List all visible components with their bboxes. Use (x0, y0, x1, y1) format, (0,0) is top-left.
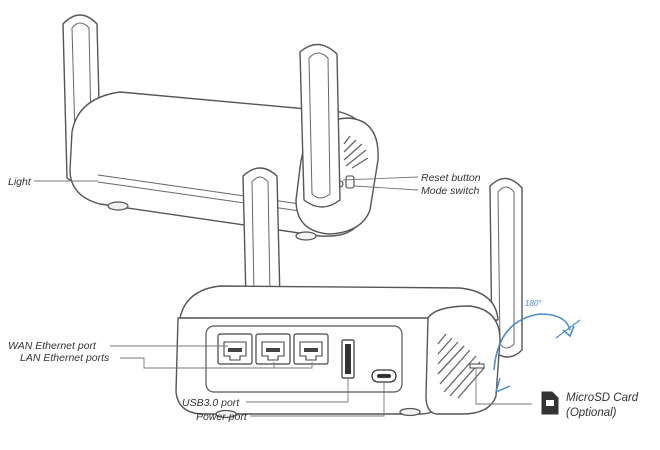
side-vents (437, 333, 485, 399)
rotation-arrow-icon (493, 313, 581, 394)
router-side-front (425, 305, 501, 415)
label-mode-switch: Mode switch (421, 185, 480, 197)
foot (107, 201, 129, 211)
microsd-card-icon (541, 391, 559, 415)
foot (295, 231, 317, 241)
usb3-port (341, 339, 355, 379)
label-light: Light (8, 176, 32, 188)
foot (215, 409, 237, 419)
label-reset-button: Reset button (421, 172, 481, 184)
rotation-angle-label: 180° (525, 299, 542, 308)
label-power-port: Power port (196, 411, 248, 423)
wan-ethernet-port (217, 333, 253, 365)
label-usb3-port: USB3.0 port (182, 397, 240, 409)
microsd-slot (469, 363, 485, 369)
router-front-view (175, 167, 523, 419)
lan-ethernet-port-1 (255, 333, 291, 365)
mode-switch (345, 175, 355, 189)
lan-ethernet-port-2 (293, 333, 329, 365)
antenna-front-left (242, 167, 281, 307)
foot (399, 407, 421, 417)
power-port (371, 369, 397, 383)
label-microsd-optional: (Optional) (566, 407, 617, 419)
router-back-view (62, 14, 379, 241)
label-microsd-card: MicroSD Card (566, 392, 639, 404)
router-top-surface (179, 285, 499, 321)
antenna-middle (299, 43, 341, 208)
leader-lines (34, 176, 532, 417)
label-wan-port: WAN Ethernet port (8, 340, 97, 352)
label-lan-ports: LAN Ethernet ports (20, 352, 110, 364)
